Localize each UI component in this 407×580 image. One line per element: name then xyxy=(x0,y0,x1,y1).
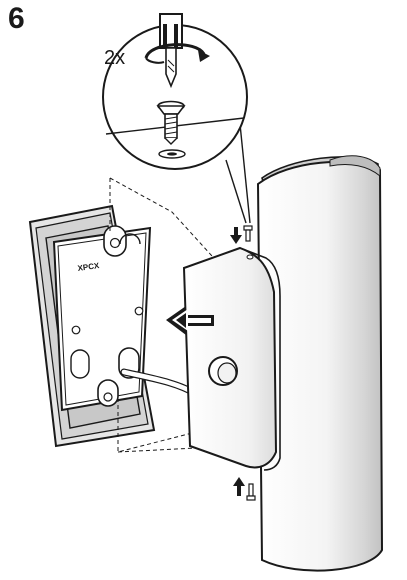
rotate-clockwise-icon xyxy=(144,43,210,64)
wall-mounting-box: XPCX xyxy=(28,204,156,448)
arrow-push-icon xyxy=(166,306,214,335)
box-label: XPCX xyxy=(77,261,100,273)
screw-icon xyxy=(156,100,186,159)
arrow-up-icon xyxy=(233,477,245,496)
step-number: 6 xyxy=(8,2,25,35)
screw-quantity: 2x xyxy=(104,47,125,69)
wall-lamp-shade xyxy=(256,155,384,572)
arrow-down-icon xyxy=(230,227,242,244)
screw-icon xyxy=(246,483,256,501)
screw-icon xyxy=(243,225,253,242)
screwdriver-icon xyxy=(159,13,183,89)
lamp-mounting-plate xyxy=(182,246,281,471)
